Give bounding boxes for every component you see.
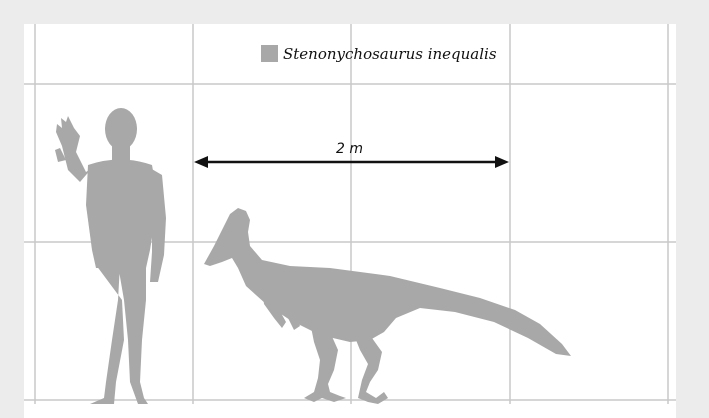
legend-swatch (261, 45, 278, 62)
scale-label: 2 m (336, 141, 363, 157)
panel-footer (24, 404, 676, 418)
legend-label: Stenonychosaurus inequalis (283, 45, 497, 63)
